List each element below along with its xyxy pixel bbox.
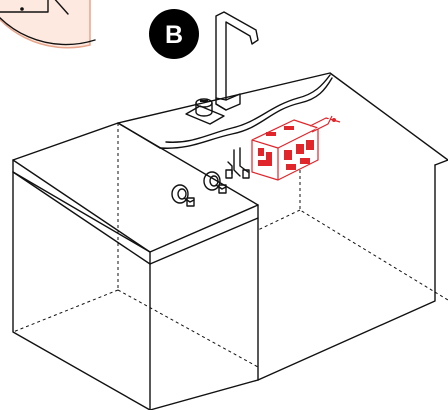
step-badge-label: B [165,21,183,49]
supply-hoses [225,147,250,179]
faucet [215,11,259,111]
back-cabinet [12,72,448,381]
shutoff-valve-left [171,184,195,207]
detail-callout-circle [0,0,96,49]
countertop-cutout [159,74,333,149]
dispenser-base [185,98,225,125]
front-cabinet [12,122,259,410]
shutoff-valve-right [203,171,227,194]
control-unit [251,115,341,181]
step-badge: B [149,9,199,59]
